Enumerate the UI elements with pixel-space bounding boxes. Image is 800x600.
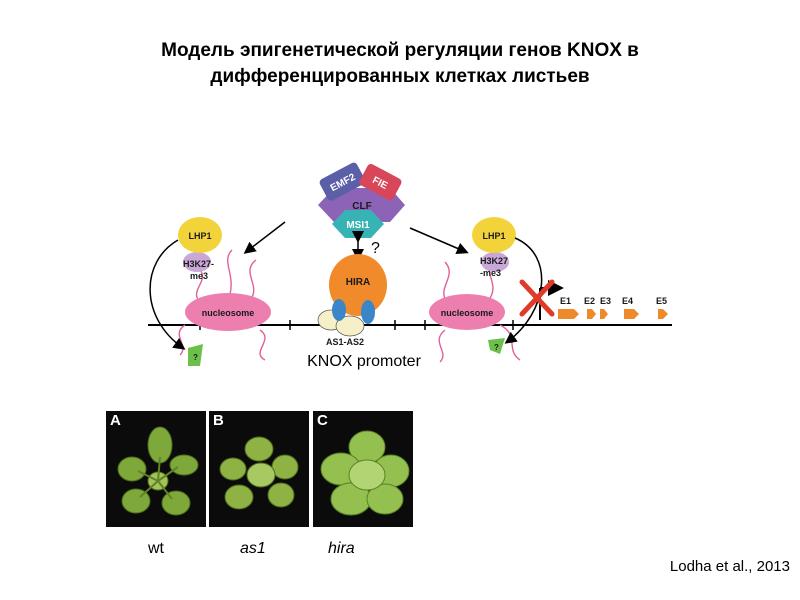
left-lhp1-shape <box>178 217 222 253</box>
exon-e2-label: E2 <box>584 296 595 306</box>
right-nucleosome <box>429 294 505 330</box>
left-unknown-label: ? <box>193 353 198 362</box>
photo-b-label: B <box>213 412 224 429</box>
photo-panel-a: A <box>106 411 206 527</box>
right-nucleosome-label: nucleosome <box>441 308 494 318</box>
hira-label: HIRA <box>346 277 370 288</box>
caption-hira: hira <box>328 540 355 557</box>
msi1-question: ? <box>371 240 380 257</box>
msi1-shape <box>332 210 384 238</box>
photo-panel-c: C <box>313 411 413 527</box>
msi1-label: MSI1 <box>346 220 370 231</box>
knox-regulation-diagram: CLF EMF2 FIE MSI1 ? HIRA AS1-AS2 KNOX pr… <box>148 162 672 370</box>
photo-panel-b: B <box>209 411 309 527</box>
left-h3k27-line1: H3K27- <box>183 259 214 269</box>
exon-e5-label: E5 <box>656 296 667 306</box>
photo-c-label: C <box>317 412 328 429</box>
repression-cross-icon <box>519 279 555 317</box>
right-h3k27-line1: H3K27 <box>480 256 508 266</box>
arrow-to-left <box>243 221 286 254</box>
left-nucleosome-label: nucleosome <box>202 308 255 318</box>
emf2-shape <box>319 162 366 201</box>
title-line-1: Модель эпигенетической регуляции генов K… <box>161 40 639 61</box>
right-histone-tails <box>438 257 521 363</box>
plant-hira-image <box>320 430 410 516</box>
exon-e5-shape <box>658 309 668 319</box>
exon-e1-shape <box>558 309 579 319</box>
fie-shape <box>359 164 402 201</box>
right-lhp1-shape <box>472 217 516 253</box>
left-h3k27-shape <box>183 252 211 272</box>
right-lhp1-arrow <box>504 237 543 344</box>
right-nucleosome-unit: nucleosome H3K27 -me3 LHP1 ? <box>429 217 543 363</box>
exon-track: E1 E2 E3 E4 E5 <box>558 296 668 319</box>
caption-wt: wt <box>148 540 164 557</box>
plant-wt-image <box>117 426 199 516</box>
left-unknown-box <box>188 344 203 366</box>
exon-e4-shape <box>624 309 639 319</box>
caption-as1: as1 <box>240 540 266 557</box>
exon-e4-label: E4 <box>622 296 633 306</box>
citation: Lodha et al., 2013 <box>669 558 790 575</box>
right-unknown-box <box>488 338 505 354</box>
title-line-2: дифференцированных клетках листьев <box>210 66 590 87</box>
hira-shape <box>329 254 387 316</box>
right-unknown-label: ? <box>494 343 499 352</box>
left-lhp1-arrow <box>149 239 186 350</box>
exon-e1-label: E1 <box>560 296 571 306</box>
exon-e3-shape <box>600 309 608 319</box>
arrow-to-right <box>409 227 469 254</box>
right-lhp1-label: LHP1 <box>482 231 505 241</box>
right-h3k27-shape <box>481 252 509 272</box>
knox-promoter-label: KNOX promoter <box>307 353 421 370</box>
left-histone-tails <box>178 249 266 361</box>
exon-e2-shape <box>587 309 596 319</box>
photo-a-label: A <box>110 412 121 429</box>
left-h3k27-line2: me3 <box>190 271 208 281</box>
slide-title: Модель эпигенетической регуляции генов K… <box>60 38 740 90</box>
prc2-complex: CLF EMF2 FIE MSI1 ? <box>318 162 405 261</box>
left-nucleosome-unit: nucleosome H3K27- me3 LHP1 ? <box>149 217 271 366</box>
right-h3k27-line2: -me3 <box>480 268 501 278</box>
clf-label: CLF <box>352 201 371 212</box>
left-lhp1-label: LHP1 <box>188 231 211 241</box>
plant-as1-image <box>219 436 299 510</box>
left-nucleosome <box>185 293 271 331</box>
exon-e3-label: E3 <box>600 296 611 306</box>
as1-as2-label: AS1-AS2 <box>326 337 364 347</box>
as1-as2-complex <box>317 299 375 337</box>
plant-photos: A B C <box>106 411 413 527</box>
